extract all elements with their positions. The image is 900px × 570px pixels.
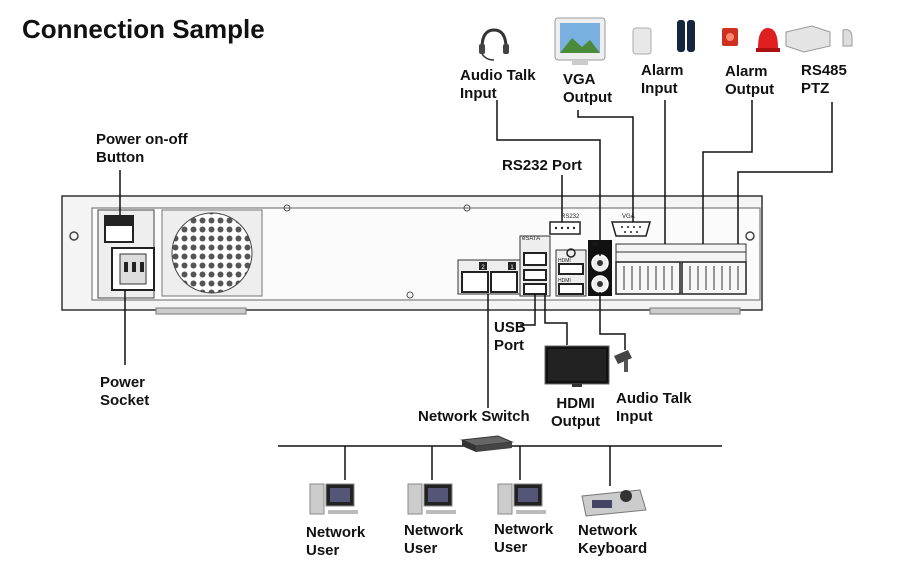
- label-power-button: Power on-off Button: [96, 131, 188, 166]
- label-alarm-output: Alarm Output: [725, 63, 775, 98]
- label-network-user: Network User: [404, 522, 464, 557]
- label-rs232-port: RS232 Port: [502, 157, 583, 174]
- lan-ports[interactable]: 2 1: [457, 259, 521, 295]
- fan-grille: [161, 209, 263, 297]
- ptz-device-icon: [785, 25, 853, 53]
- hdmi-label: HDMI: [558, 258, 571, 264]
- lan-port-number: 2: [481, 265, 485, 271]
- lan-port-number: 1: [510, 265, 514, 271]
- label-audio-talk-input-bottom: Audio Talk Input: [616, 390, 692, 425]
- svg-text:RS232: RS232: [561, 214, 580, 220]
- screw-icon: [745, 231, 755, 241]
- rs232-port[interactable]: RS232: [549, 214, 581, 235]
- hdmi-ports[interactable]: HDMI HDMI: [555, 248, 587, 297]
- label-network-user: Network User: [494, 521, 554, 556]
- connector-lines: [119, 100, 833, 486]
- esata-usb-block[interactable]: eSATA: [519, 235, 551, 297]
- alarm-sensor-icon: [632, 20, 695, 55]
- label-alarm-input: Alarm Input: [641, 62, 684, 97]
- network-switch-icon: [460, 435, 514, 452]
- label-network-user: Network User: [306, 524, 366, 559]
- page-title: Connection Sample: [22, 14, 265, 44]
- screw-icon: [406, 291, 414, 299]
- mic-audio-jacks[interactable]: MIC: [588, 240, 612, 296]
- label-usb-port: USB Port: [494, 319, 526, 354]
- vga-port[interactable]: VGA: [611, 214, 651, 237]
- power-socket[interactable]: [111, 247, 155, 291]
- alarm-terminal-block[interactable]: [615, 243, 747, 295]
- screw-icon: [463, 204, 471, 212]
- svg-text:VGA: VGA: [622, 214, 635, 220]
- user-computer-icon: [309, 483, 358, 515]
- label-audio-talk-input-top: Audio Talk Input: [460, 67, 536, 102]
- label-power-socket: Power Socket: [100, 374, 150, 409]
- screw-icon: [69, 231, 79, 241]
- screw-icon: [283, 204, 291, 212]
- vga-monitor-icon: [554, 17, 606, 65]
- label-rs485-ptz: RS485 PTZ: [801, 62, 847, 97]
- alarm-output-icon: [722, 28, 780, 52]
- user-computer-icon: [497, 483, 546, 515]
- esata-label: eSATA: [522, 236, 540, 242]
- usb-port: [523, 269, 547, 281]
- label-vga-output: VGA Output: [563, 71, 613, 106]
- hdmi-tv-icon: [544, 345, 610, 387]
- label-network-switch: Network Switch: [418, 408, 530, 425]
- usb-port: [523, 283, 547, 295]
- hdmi-label: HDMI: [558, 278, 571, 284]
- svg-text:MIC: MIC: [592, 242, 602, 248]
- headset-icon: [479, 28, 509, 61]
- microphone-icon: [614, 350, 632, 372]
- label-network-keyboard: Network Keyboard: [578, 522, 648, 557]
- network-keyboard-icon: [581, 489, 647, 517]
- user-computer-icon: [407, 483, 456, 515]
- esata-port: [523, 252, 547, 266]
- label-hdmi-output: HDMI Output: [551, 395, 601, 430]
